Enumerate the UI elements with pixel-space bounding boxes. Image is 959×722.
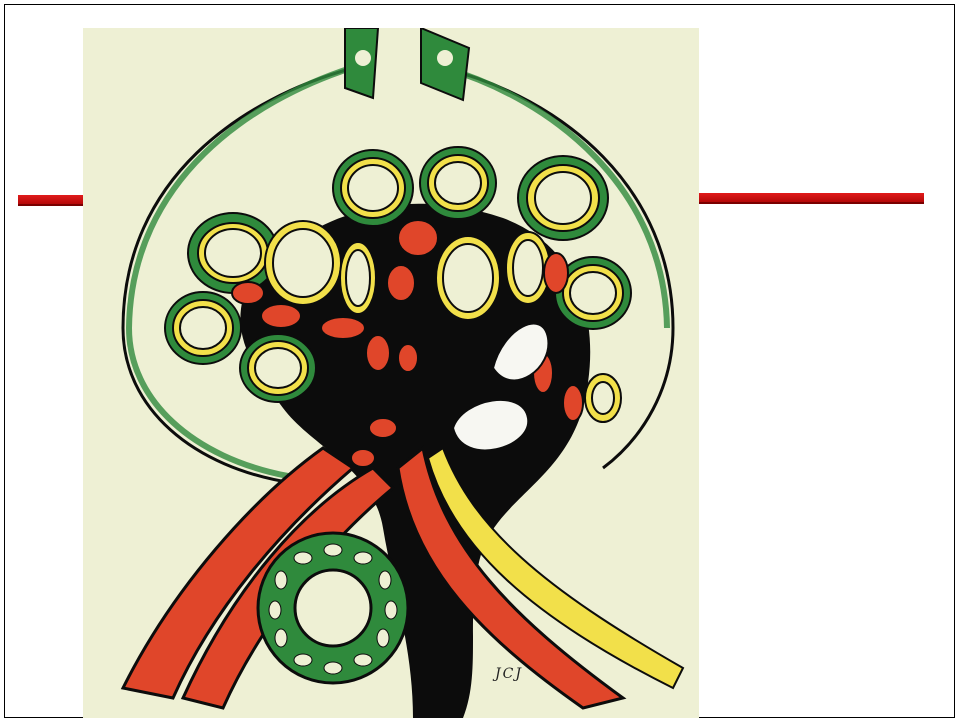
artist-signature: JCJ [495,666,523,682]
glomerulus-illustration [83,28,699,718]
title-rule-left [18,195,88,206]
title-rule-right [699,193,924,204]
